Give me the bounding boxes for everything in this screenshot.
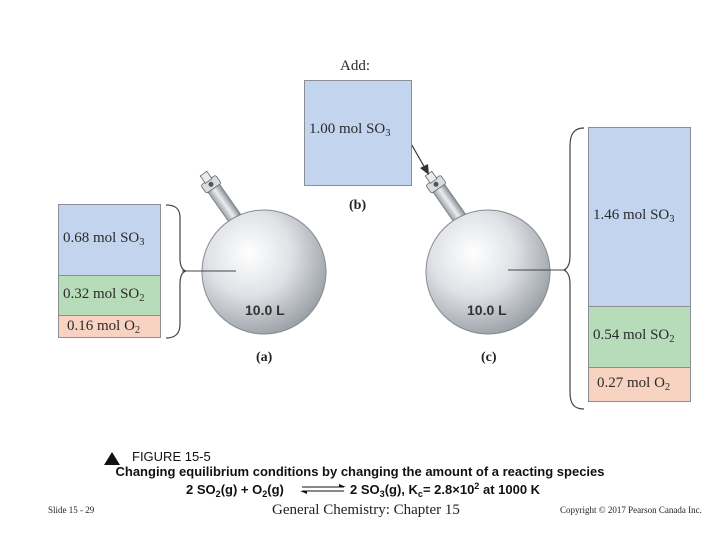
flask-c-volume: 10.0 L [467,302,507,318]
part-label-c: (c) [481,350,497,365]
flask-a [182,170,327,335]
stack-a: 0.68 mol SO3 0.32 mol SO2 0.16 mol O2 [58,204,161,338]
flask-a-neck [199,170,241,223]
flask-a-bulb [201,209,327,335]
stack-c-so3: 1.46 mol SO3 [588,127,691,307]
flask-c-bulb [425,209,551,335]
stack-c-o2: 0.27 mol O2 [588,367,691,402]
stack-c-o2-label: 0.27 mol O2 [597,375,671,393]
part-label-a: (a) [256,350,273,365]
add-label: Add: [340,58,370,74]
stack-a-so3: 0.68 mol SO3 [58,204,161,276]
bracket-a [165,204,187,339]
course-title: General Chemistry: Chapter 15 [272,502,460,518]
stack-a-o2: 0.16 mol O2 [58,315,161,338]
added-so3-box: 1.00 mol SO3 [304,80,412,186]
stack-c: 1.46 mol SO3 0.54 mol SO2 0.27 mol O2 [588,127,691,402]
stack-c-so3-label: 1.46 mol SO3 [593,207,675,225]
stack-a-so2: 0.32 mol SO2 [58,275,161,316]
bracket-c [562,127,585,410]
stack-a-so2-label: 0.32 mol SO2 [63,286,145,304]
part-label-b: (b) [349,198,367,213]
flask-a-volume: 10.0 L [245,302,285,318]
copyright-notice: Copyright © 2017 Pearson Canada Inc. [560,505,702,515]
flask-c [424,170,566,335]
stack-c-so2: 0.54 mol SO2 [588,306,691,368]
flask-c-neck [424,170,466,223]
stack-a-so3-label: 0.68 mol SO3 [63,230,145,248]
equilibrium-arrow-icon [300,484,346,494]
slide-number: Slide 15 - 29 [48,505,95,515]
stack-c-so2-label: 0.54 mol SO2 [593,327,675,345]
equation-left: 2 SO2(g) + O2(g) [186,482,284,499]
equation-right: 2 SO3(g), Kc= 2.8×102 at 1000 K [350,481,541,499]
figure-title: Changing equilibrium conditions by chang… [115,464,605,479]
figure-number: FIGURE 15-5 [132,449,211,464]
added-so3-label: 1.00 mol SO3 [309,121,391,139]
triangle-icon [104,452,120,465]
stack-a-o2-label: 0.16 mol O2 [67,318,141,336]
